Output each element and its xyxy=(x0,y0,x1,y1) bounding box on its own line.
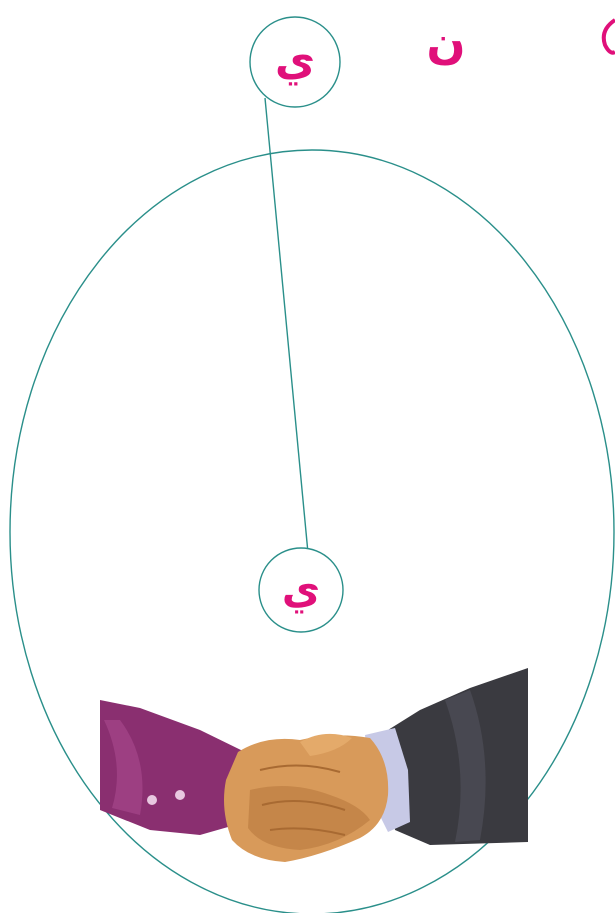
top-letter-group: ي xyxy=(250,17,340,107)
bottom-letter-group: ي xyxy=(259,548,343,632)
top-letter-ya: ي xyxy=(275,35,315,86)
edge-accent-mark xyxy=(604,20,615,53)
connector-line xyxy=(265,98,308,553)
top-right-letter-noon: ن xyxy=(426,15,465,69)
bottom-letter-ya: ي xyxy=(282,564,321,613)
sleeve-button xyxy=(175,790,185,800)
sleeve-button xyxy=(147,795,157,805)
handshake-icon xyxy=(100,668,528,862)
